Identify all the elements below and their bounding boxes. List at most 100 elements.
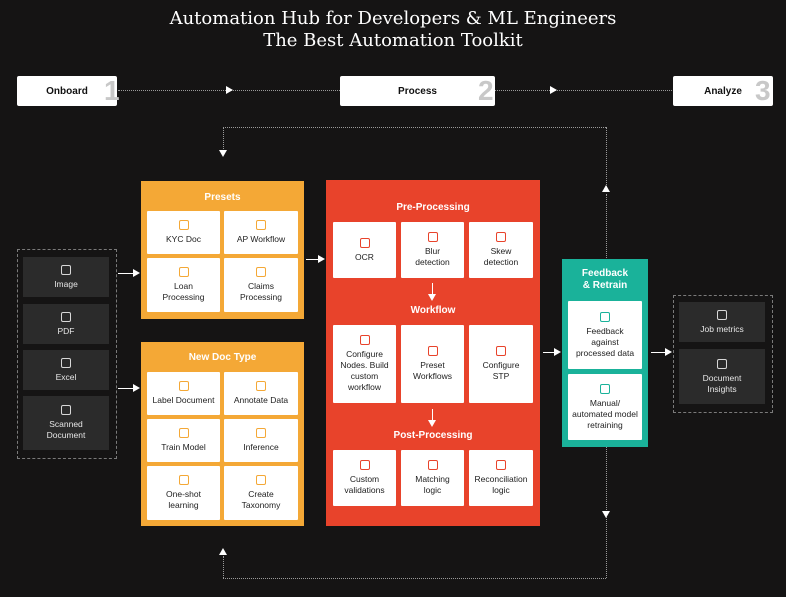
document-insights-icon [717, 358, 727, 369]
feedback-title-line2: & Retrain [582, 280, 628, 291]
post-custom-validations-label: Custom validations [344, 474, 385, 495]
workflow-card-configure-nodes: Configure Nodes. Build custom workflow [333, 325, 396, 403]
one-shot-learning-icon [178, 475, 189, 485]
arrow-inputs-presets-line [118, 273, 134, 274]
workflow-icon [256, 220, 266, 230]
input-excel: Excel [23, 350, 109, 390]
train-model-icon [178, 428, 189, 438]
stage-onboard-number: 1 [104, 75, 120, 106]
inference-icon [256, 428, 266, 438]
briefcase-icon [717, 309, 727, 320]
matching-icon [427, 460, 438, 470]
feedback-model-retraining-label: Manual/ automated model retraining [572, 397, 638, 430]
pdf-icon [61, 311, 71, 322]
preset-card-kyc-doc: KYC Doc [147, 211, 220, 254]
bottom-loop-line [223, 578, 606, 579]
annotate-icon [256, 381, 266, 391]
label-document-icon [178, 381, 189, 391]
input-pdf-label: PDF [57, 325, 75, 336]
arrow-pre-workflow [428, 294, 436, 301]
post-matching-logic-label: Matching logic [415, 474, 450, 495]
funnel-icon [496, 460, 506, 470]
preset-card-claims-processing: Claims Processing [224, 258, 298, 312]
input-pdf: PDF [23, 304, 109, 344]
image-icon [61, 264, 71, 275]
output-job-metrics-label: Job metrics [700, 323, 744, 334]
newdoc-card-create-taxonomy: Create Taxonomy [224, 466, 298, 520]
workflow-title: Workflow [410, 305, 456, 316]
presets-title: Presets [204, 192, 241, 203]
newdoc-card-annotate-data: Annotate Data [224, 372, 298, 415]
arrow-presets-process-line [306, 259, 319, 260]
bottom-loop-arrow-up [219, 548, 227, 555]
validation-icon [359, 460, 370, 470]
taxonomy-icon [256, 475, 266, 485]
ocr-icon [359, 237, 370, 248]
pre-card-skew-detection: Skew detection [469, 222, 533, 278]
output-job-metrics: Job metrics [679, 302, 765, 342]
newdoc-train-model-label: Train Model [161, 442, 206, 452]
top-loop-line [223, 127, 606, 128]
workflow-card-configure-stp: Configure STP [469, 325, 533, 403]
arrow-feedback-outputs [665, 348, 672, 356]
post-card-matching-logic: Matching logic [401, 450, 464, 506]
bottom-loop-left-rise [223, 556, 224, 578]
stage-arrow-1 [226, 86, 233, 94]
loan-document-icon [178, 267, 189, 277]
pre-processing-title: Pre-Processing [396, 202, 470, 213]
preset-kyc-doc-label: KYC Doc [166, 234, 201, 244]
stage-process: Process [340, 76, 495, 106]
feedback-icon [600, 311, 610, 322]
arrow-inputs-newdoc [133, 384, 140, 392]
workflow-card-preset-workflows: Preset Workflows [401, 325, 464, 403]
stage-onboard-label: Onboard [46, 85, 88, 97]
feedback-card-model-retraining: Manual/ automated model retraining [568, 374, 642, 440]
stage-process-number: 2 [478, 75, 494, 106]
arrow-process-feedback [554, 348, 561, 356]
stage-process-label: Process [398, 85, 437, 97]
newdoc-one-shot-learning-label: One-shot learning [166, 489, 201, 510]
input-image-label: Image [54, 278, 78, 289]
arrow-workflow-post [428, 420, 436, 427]
newdoc-inference-label: Inference [243, 442, 279, 452]
input-excel-label: Excel [55, 371, 77, 382]
output-document-insights: Document Insights [679, 349, 765, 404]
pre-card-ocr: OCR [333, 222, 396, 278]
skew-icon [496, 232, 506, 242]
top-loop-left-drop [223, 127, 224, 153]
inputs-group [17, 249, 117, 459]
newdoc-card-one-shot-learning: One-shot learning [147, 466, 220, 520]
id-card-icon [178, 220, 189, 230]
arrow-workflow-post-line [432, 409, 433, 421]
scanned-document-icon [61, 405, 71, 415]
nodes-icon [359, 335, 370, 345]
newdoc-label-document-label: Label Document [152, 395, 215, 405]
arrow-presets-process [318, 255, 325, 263]
retraining-icon [600, 383, 610, 394]
stp-icon [496, 346, 506, 356]
newdoc-card-inference: Inference [224, 419, 298, 462]
preset-ap-workflow-label: AP Workflow [236, 234, 286, 244]
preset-card-loan-processing: Loan Processing [147, 258, 220, 312]
outputs-group [673, 295, 773, 413]
top-loop-arrow-up [602, 185, 610, 192]
input-scanned-document-label: Scanned Document [46, 419, 86, 440]
arrow-feedback-outputs-line [651, 352, 666, 353]
output-document-insights-label: Document Insights [702, 372, 742, 394]
stage-analyze: Analyze [673, 76, 773, 106]
stage-onboard: Onboard [17, 76, 117, 106]
arrow-inputs-presets [133, 269, 140, 277]
preset-card-ap-workflow: AP Workflow [224, 211, 298, 254]
newdoc-annotate-data-label: Annotate Data [233, 395, 289, 405]
arrow-pre-workflow-line [432, 283, 433, 295]
bottom-loop-arrow-down [602, 511, 610, 518]
post-processing-title: Post-Processing [393, 430, 473, 441]
blur-icon [427, 232, 438, 242]
post-reconciliation-logic-label: Reconciliation logic [474, 474, 528, 495]
newdoc-create-taxonomy-label: Create Taxonomy [241, 489, 281, 510]
pre-skew-detection-label: Skew detection [483, 246, 519, 267]
input-scanned-document: Scanned Document [23, 396, 109, 450]
stage-analyze-label: Analyze [704, 85, 742, 97]
pre-card-blur-detection: Blur detection [401, 222, 464, 278]
preset-loan-processing-label: Loan Processing [162, 281, 205, 302]
